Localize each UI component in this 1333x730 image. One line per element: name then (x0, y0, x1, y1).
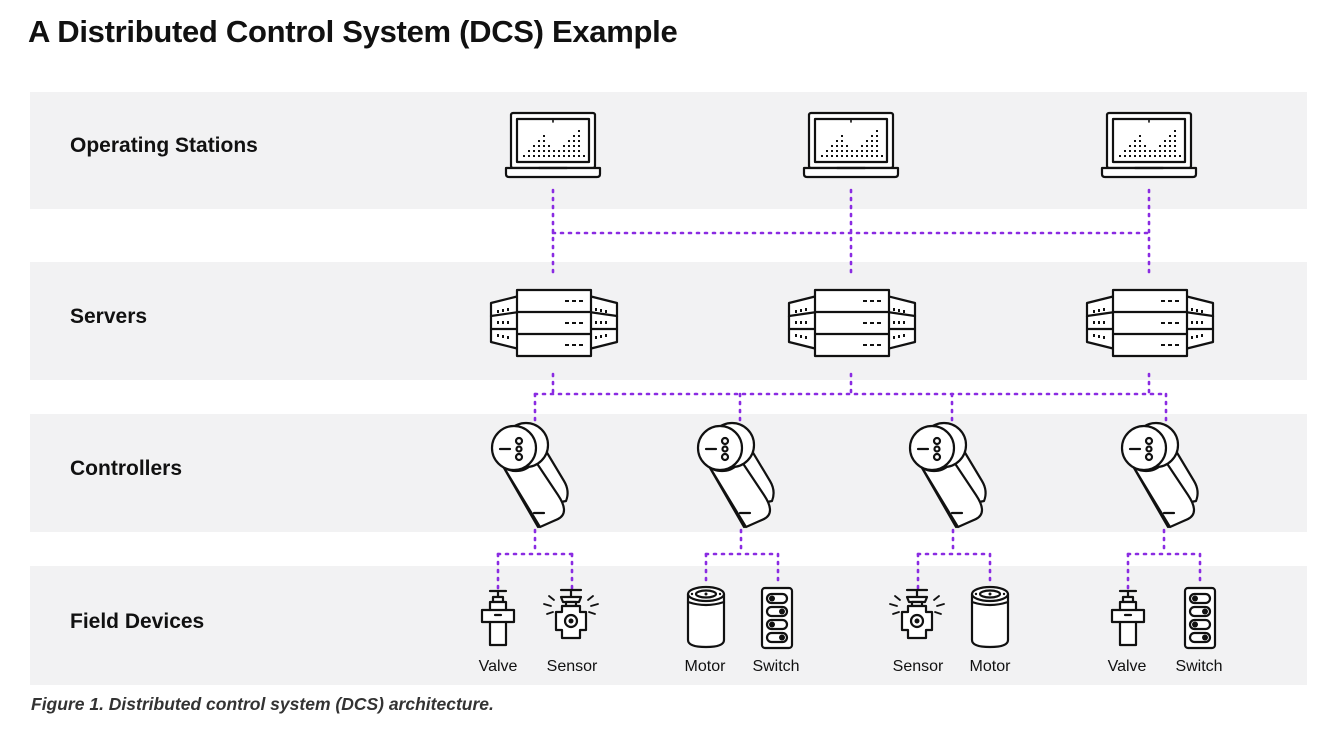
field-device-label: Motor (684, 658, 726, 675)
laptop-icon (802, 111, 900, 179)
laptop-icon (1100, 111, 1198, 179)
field-device-label: Valve (1107, 658, 1147, 675)
tier-label-field-devices: Field Devices (70, 610, 205, 633)
figure-caption: Figure 1. Distributed control system (DC… (31, 694, 494, 714)
motor-icon (970, 585, 1010, 649)
tier-label-controllers: Controllers (70, 457, 183, 480)
tier-label-servers: Servers (70, 305, 148, 328)
controller-icon (490, 421, 569, 529)
laptop-icon (504, 111, 602, 179)
sensor-icon (542, 588, 600, 640)
band-field-devices (30, 566, 1307, 685)
band-controllers (30, 414, 1307, 532)
valve-icon (480, 589, 516, 647)
connection-lines (496, 188, 1202, 590)
server-icon (787, 288, 917, 358)
field-device-label: Motor (969, 658, 1011, 675)
controller-icon (908, 421, 987, 529)
field-device-label: Switch (1175, 658, 1223, 675)
sensor-icon (888, 588, 946, 640)
tier-label-operating-stations: Operating Stations (70, 134, 258, 157)
field-device-label: Switch (752, 658, 800, 675)
motor-icon (686, 585, 726, 649)
server-icon (489, 288, 619, 358)
field-device-label: Valve (478, 658, 518, 675)
server-icon (1085, 288, 1215, 358)
controller-icon (1120, 421, 1199, 529)
field-device-label: Sensor (892, 658, 944, 675)
page-title: A Distributed Control System (DCS) Examp… (28, 14, 678, 49)
controller-icon (696, 421, 775, 529)
field-device-label: Sensor (546, 658, 598, 675)
band-operating-stations (30, 92, 1307, 209)
valve-icon (1110, 589, 1146, 647)
switch-icon (760, 586, 794, 650)
switch-icon (1183, 586, 1217, 650)
